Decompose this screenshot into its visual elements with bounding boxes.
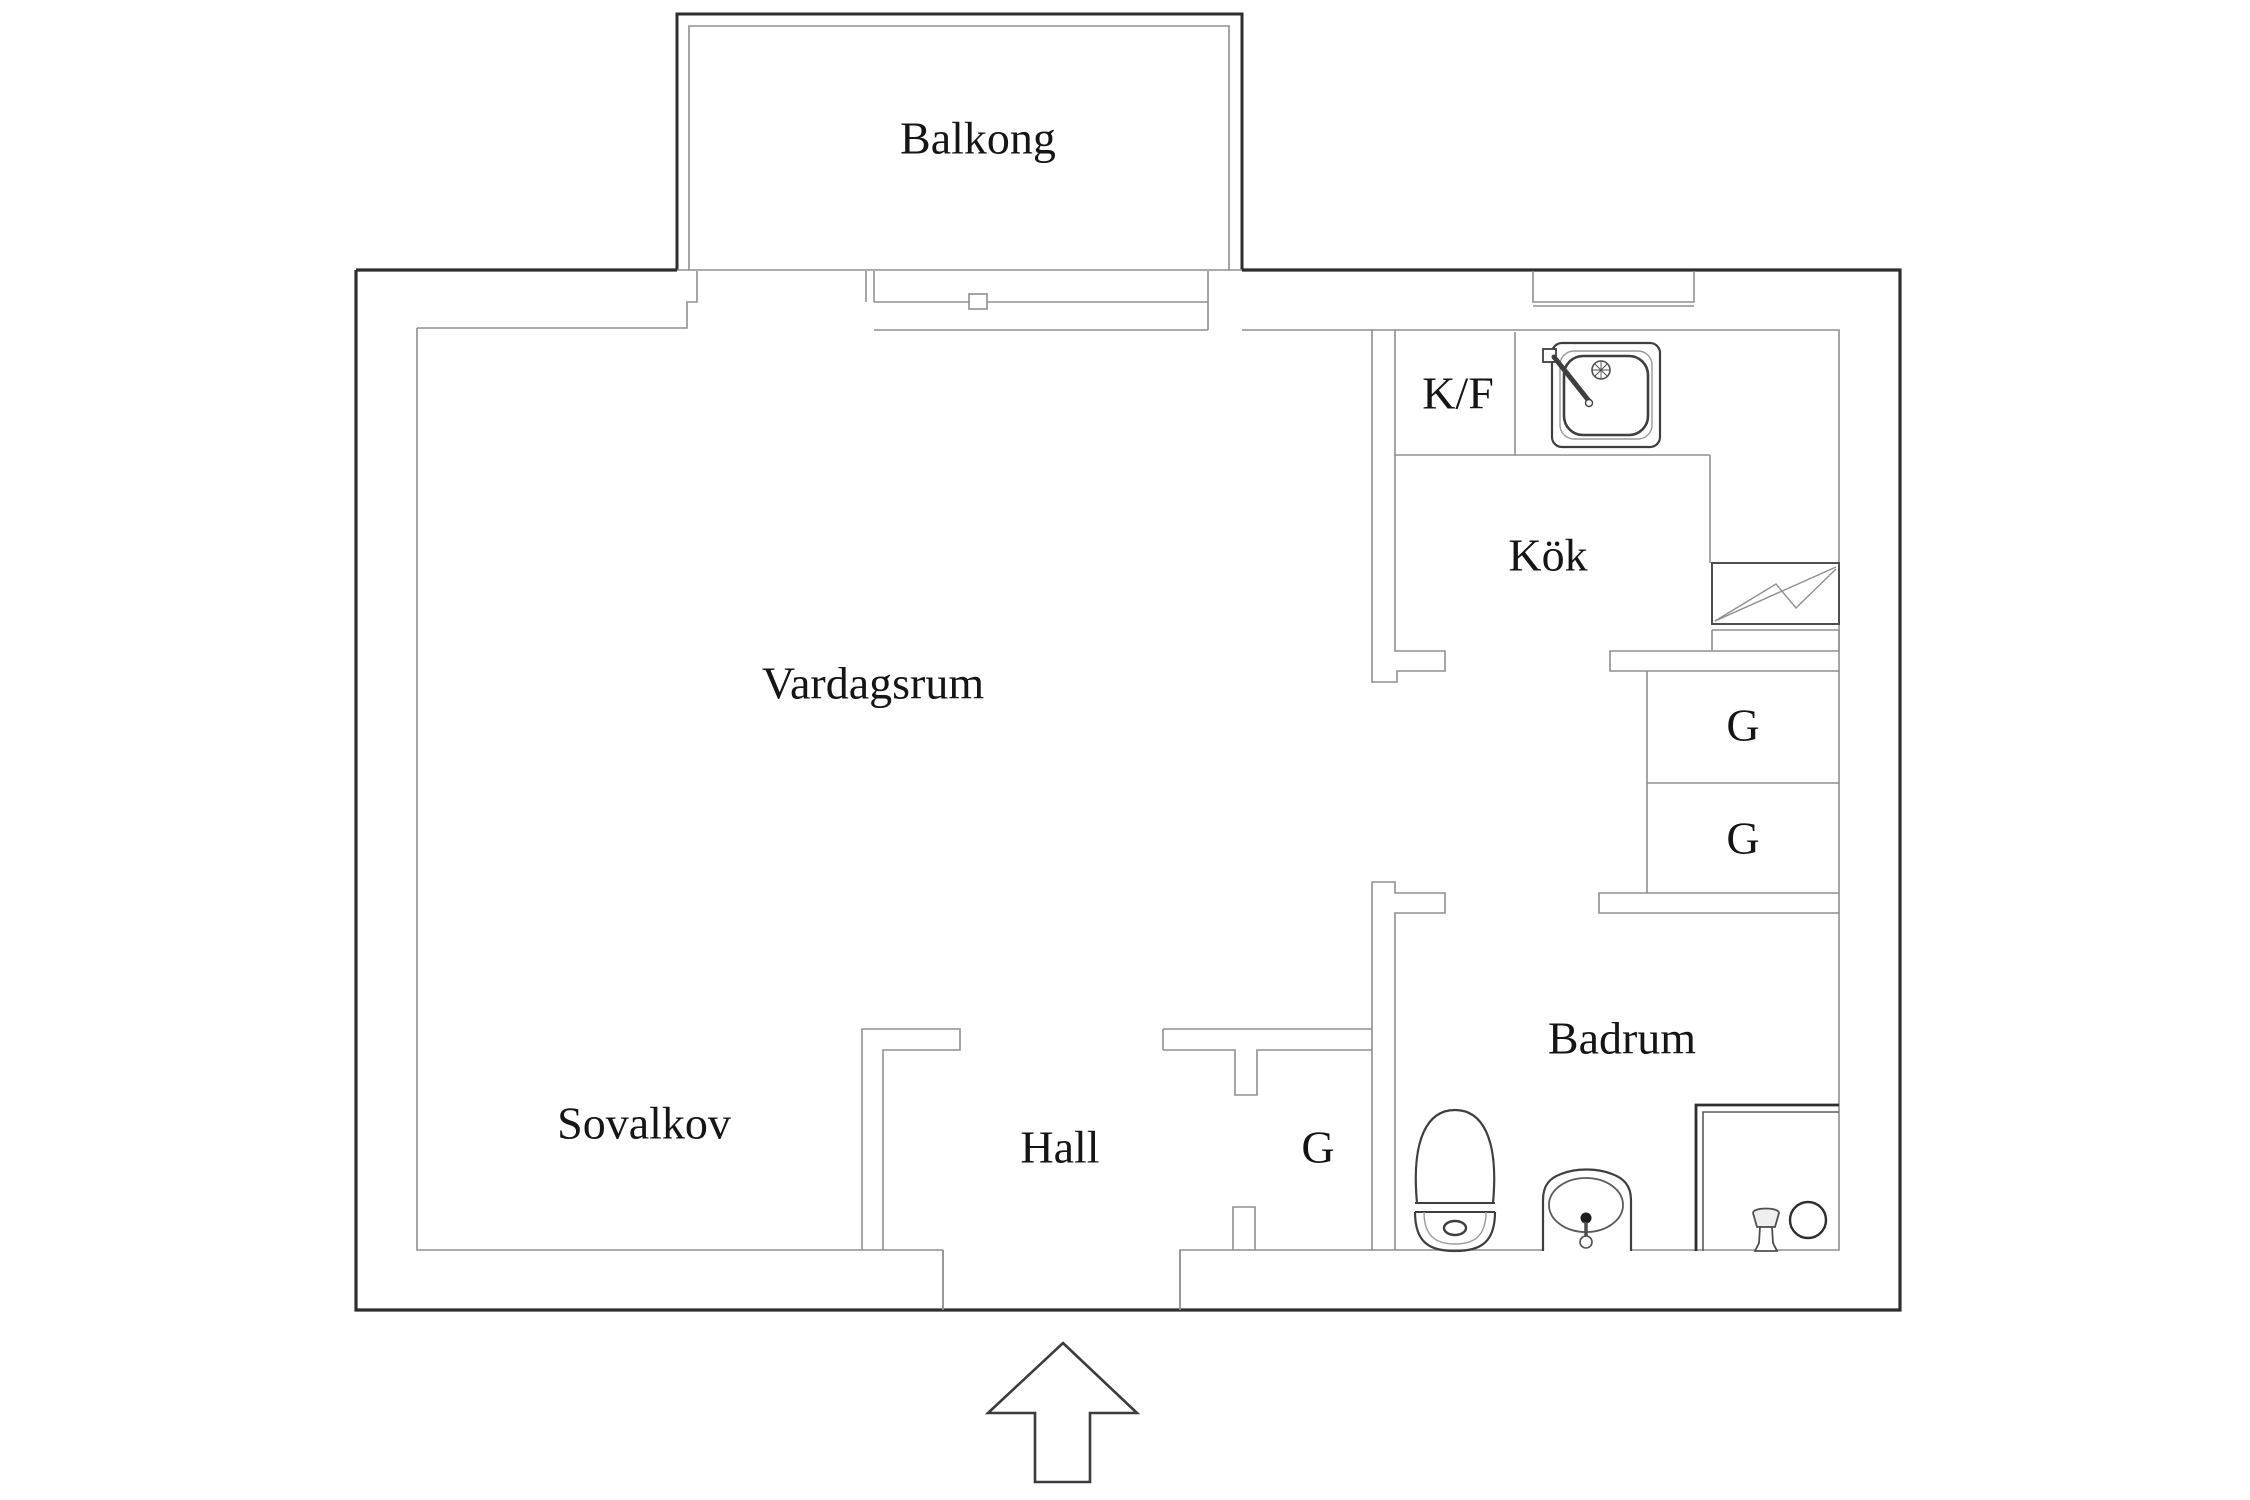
hall-label: Hall	[1020, 1122, 1099, 1173]
interior-walls	[861, 330, 1839, 1310]
wardrobe-upper-label: G	[1726, 700, 1759, 751]
balcony-window	[865, 271, 1209, 331]
toilet-icon	[1413, 1108, 1497, 1253]
wall-recess	[1532, 271, 1695, 307]
kitchen-sink-icon	[1542, 341, 1662, 449]
shower-icon	[1694, 1103, 1839, 1252]
hall-closet-label: G	[1301, 1122, 1334, 1173]
entrance-arrow-icon	[984, 1341, 1141, 1484]
kitchen-counters	[1395, 332, 1840, 651]
kitchen-label: Kök	[1508, 530, 1587, 581]
window-handle-icon	[968, 293, 988, 310]
bathroom-sink-icon	[1541, 1168, 1633, 1251]
shower-drain-icon	[1788, 1200, 1828, 1240]
stove-icon	[1711, 562, 1840, 625]
exterior-walls	[354, 268, 1902, 1312]
living-room-label: Vardagsrum	[762, 658, 984, 709]
fridge-freezer-label: K/F	[1422, 368, 1494, 419]
wardrobe-lower-label: G	[1726, 813, 1759, 864]
sleeping-alcove-label: Sovalkov	[557, 1098, 731, 1149]
bathroom-label: Badrum	[1548, 1013, 1696, 1064]
balcony-label: Balkong	[900, 113, 1056, 164]
balcony: Balkong	[675, 12, 1244, 270]
